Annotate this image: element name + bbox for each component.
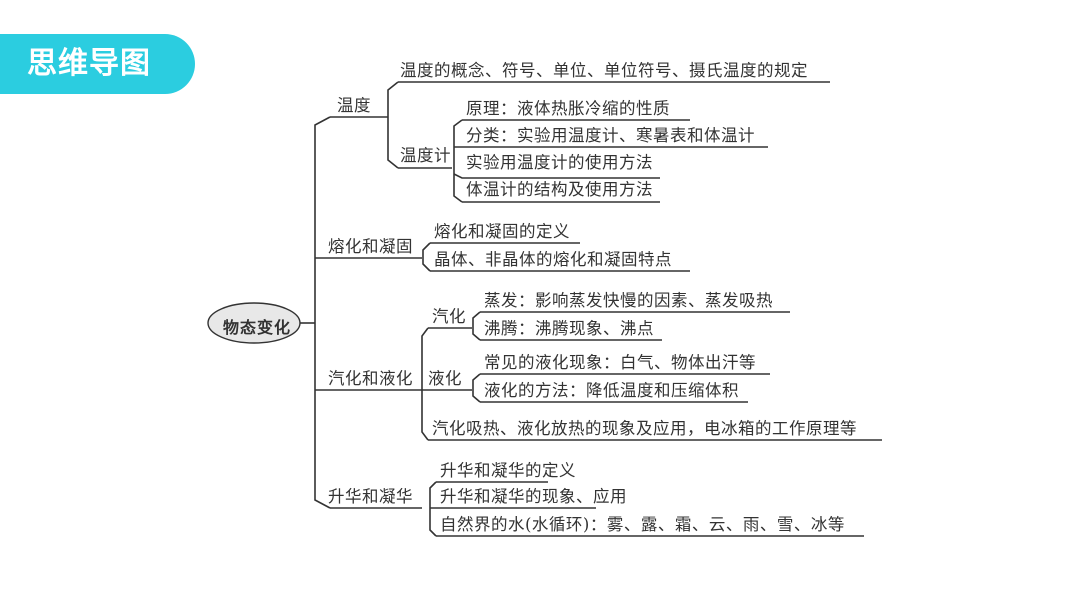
leaf-sublimation-definition: 升华和凝华的定义 (440, 461, 576, 480)
liquefaction-sub-bracket (472, 373, 481, 403)
vaporization-sub-bracket (472, 311, 481, 341)
branch-sublimation-deposition: 升华和凝华 (328, 487, 413, 506)
leaf-boiling: 沸腾：沸腾现象、沸点 (484, 319, 654, 338)
leaf-evaporation: 蒸发：影响蒸发快慢的因素、蒸发吸热 (484, 291, 773, 310)
root-node: 物态变化 (222, 318, 291, 337)
leaf-thermometer-types: 分类：实验用温度计、寒暑表和体温计 (466, 126, 755, 145)
branch-melting-solidification: 熔化和凝固 (328, 237, 413, 256)
vaporization-bracket (421, 327, 429, 441)
branch-temperature: 温度 (337, 96, 371, 115)
sublimation-bracket (429, 481, 437, 537)
leaf-water-cycle: 自然界的水(水循环)：雾、露、霜、云、雨、雪、冰等 (440, 515, 845, 534)
branch-liquefaction: 液化 (428, 369, 462, 388)
melting-bracket (422, 242, 431, 272)
branch-vaporization: 汽化 (432, 307, 466, 326)
page-title: 思维导图 (27, 46, 151, 81)
leaf-liquefaction-phenomena: 常见的液化现象：白气、物体出汗等 (484, 353, 756, 372)
leaf-heat-absorption-release: 汽化吸热、液化放热的现象及应用，电冰箱的工作原理等 (432, 419, 857, 438)
thermometer-bracket (453, 119, 463, 203)
leaf-lab-thermometer-usage: 实验用温度计的使用方法 (466, 153, 653, 172)
leaf-clinical-thermometer: 体温计的结构及使用方法 (466, 180, 653, 199)
temperature-bracket (387, 81, 399, 169)
branch-thermometer: 温度计 (400, 146, 451, 165)
thermometer-leaf-underline-2 (453, 173, 660, 179)
leaf-thermometer-principle: 原理：液体热胀冷缩的性质 (466, 99, 670, 118)
title-banner: 思维导图 (0, 34, 195, 94)
leaf-melting-definition: 熔化和凝固的定义 (434, 222, 570, 241)
leaf-sublimation-applications: 升华和凝华的现象、应用 (440, 487, 627, 506)
leaf-temperature-concept: 温度的概念、符号、单位、单位符号、摄氏温度的规定 (400, 61, 808, 80)
leaf-crystal-characteristics: 晶体、非晶体的熔化和凝固特点 (434, 250, 672, 269)
main-trunk (314, 116, 331, 509)
branch-vaporization-liquefaction: 汽化和液化 (328, 369, 413, 388)
leaf-liquefaction-methods: 液化的方法：降低温度和压缩体积 (484, 381, 739, 400)
